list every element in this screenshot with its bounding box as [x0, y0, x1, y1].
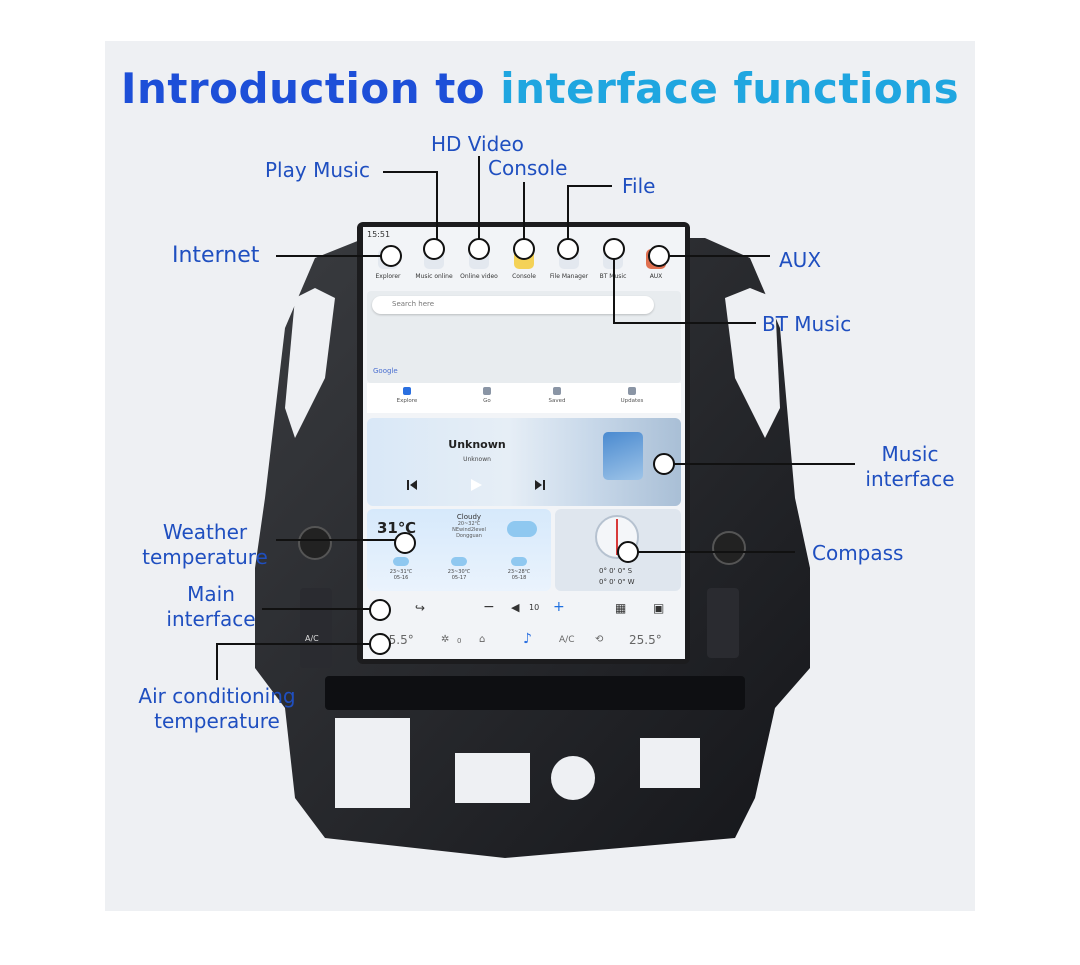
callout-main	[369, 599, 391, 621]
nav-explore[interactable]: Explore	[377, 387, 437, 404]
bell-icon	[628, 387, 636, 395]
cloud-icon	[507, 521, 537, 537]
control-bar: ↪ − ◀ 10 + ▦ ▣	[363, 595, 685, 625]
ac-right-temp[interactable]: 25.5°	[629, 633, 662, 647]
next-icon	[535, 480, 545, 490]
callout-ac	[369, 633, 391, 655]
callout-play-music	[423, 238, 445, 260]
back-icon[interactable]: ↪	[415, 601, 426, 615]
weather-widget[interactable]: 31℃ Cloudy 20~32℃ NEwind2level Dongguan …	[367, 509, 551, 591]
volume-level: 10	[529, 603, 540, 612]
label-air-conditioning: Air conditioning temperature	[138, 684, 296, 733]
label-play-music: Play Music	[265, 158, 370, 182]
volume-down-button[interactable]: −	[483, 599, 495, 615]
label-file: File	[622, 174, 656, 198]
leader-play-music	[383, 171, 438, 246]
callout-hd-video	[468, 238, 490, 260]
callout-console	[513, 238, 535, 260]
speaker-icon: ◀	[511, 601, 520, 614]
defrost-icon[interactable]: ⌂	[479, 634, 486, 645]
clock: 15:51	[367, 230, 391, 239]
recent-apps-icon[interactable]: ▣	[653, 601, 665, 615]
label-weather-temperature: Weather temperature	[142, 520, 268, 569]
music-widget[interactable]: Unknown Unknown	[367, 418, 681, 506]
label-compass: Compass	[812, 541, 904, 565]
seat-airflow-icon[interactable]: ♪	[523, 631, 532, 647]
compass-lon: 0° 0' 0" W	[599, 578, 635, 586]
bookmark-icon	[553, 387, 561, 395]
compass-lat: 0° 0' 0" S	[599, 567, 633, 575]
map-widget[interactable]: Search here Google	[367, 291, 681, 383]
cloud-icon	[511, 557, 527, 566]
callout-file	[557, 238, 579, 260]
compass-needle	[616, 519, 618, 555]
weather-details: Cloudy 20~32℃ NEwind2level Dongguan	[452, 513, 486, 539]
apps-grid-icon[interactable]: ▦	[615, 601, 627, 615]
label-console: Console	[488, 156, 568, 180]
label-hd-video: HD Video	[431, 132, 524, 156]
fan-speed: 0	[457, 637, 462, 645]
ac-button-label[interactable]: A/C	[305, 634, 319, 643]
play-icon	[471, 479, 482, 491]
ac-toggle[interactable]: A/C	[559, 635, 575, 645]
leader-bt-music	[613, 256, 756, 324]
album-cover	[603, 432, 643, 480]
car-icon	[483, 387, 491, 395]
recirculation-icon[interactable]: ⟲	[595, 634, 604, 645]
nav-updates[interactable]: Updates	[602, 387, 662, 404]
ac-bar: 25.5° ✲ 0 ⌂ ♪ A/C ⟲ 25.5°	[363, 627, 685, 657]
song-artist: Unknown	[463, 456, 491, 463]
callout-music-interface	[653, 453, 675, 475]
display: 15:51 Explorer Music online Online video…	[363, 227, 685, 659]
callout-compass	[617, 541, 639, 563]
song-title: Unknown	[448, 438, 506, 451]
leader-file	[567, 185, 612, 246]
callout-bt-music	[603, 238, 625, 260]
nav-go[interactable]: Go	[457, 387, 517, 404]
nav-saved[interactable]: Saved	[527, 387, 587, 404]
map-brand: Google	[373, 367, 398, 375]
map-nav: Explore Go Saved Updates	[367, 383, 681, 413]
cloud-icon	[393, 557, 409, 566]
previous-icon	[407, 480, 417, 490]
label-music-interface: Music interface	[865, 442, 955, 491]
label-internet: Internet	[172, 243, 260, 268]
callout-internet	[380, 245, 402, 267]
label-main-interface: Main interface	[166, 582, 256, 631]
search-input[interactable]: Search here	[372, 296, 654, 314]
label-aux: AUX	[779, 248, 822, 272]
cloud-icon	[451, 557, 467, 566]
fan-icon[interactable]: ✲	[441, 634, 450, 645]
leader-ac	[216, 643, 378, 680]
callout-weather	[394, 532, 416, 554]
label-bt-music: BT Music	[762, 312, 852, 336]
callout-aux	[648, 245, 670, 267]
explore-icon	[403, 387, 411, 395]
volume-up-button[interactable]: +	[553, 599, 565, 615]
playback-controls	[407, 479, 545, 491]
status-bar: 15:51	[363, 227, 685, 241]
page-title: Introduction to interface functions	[120, 64, 960, 113]
